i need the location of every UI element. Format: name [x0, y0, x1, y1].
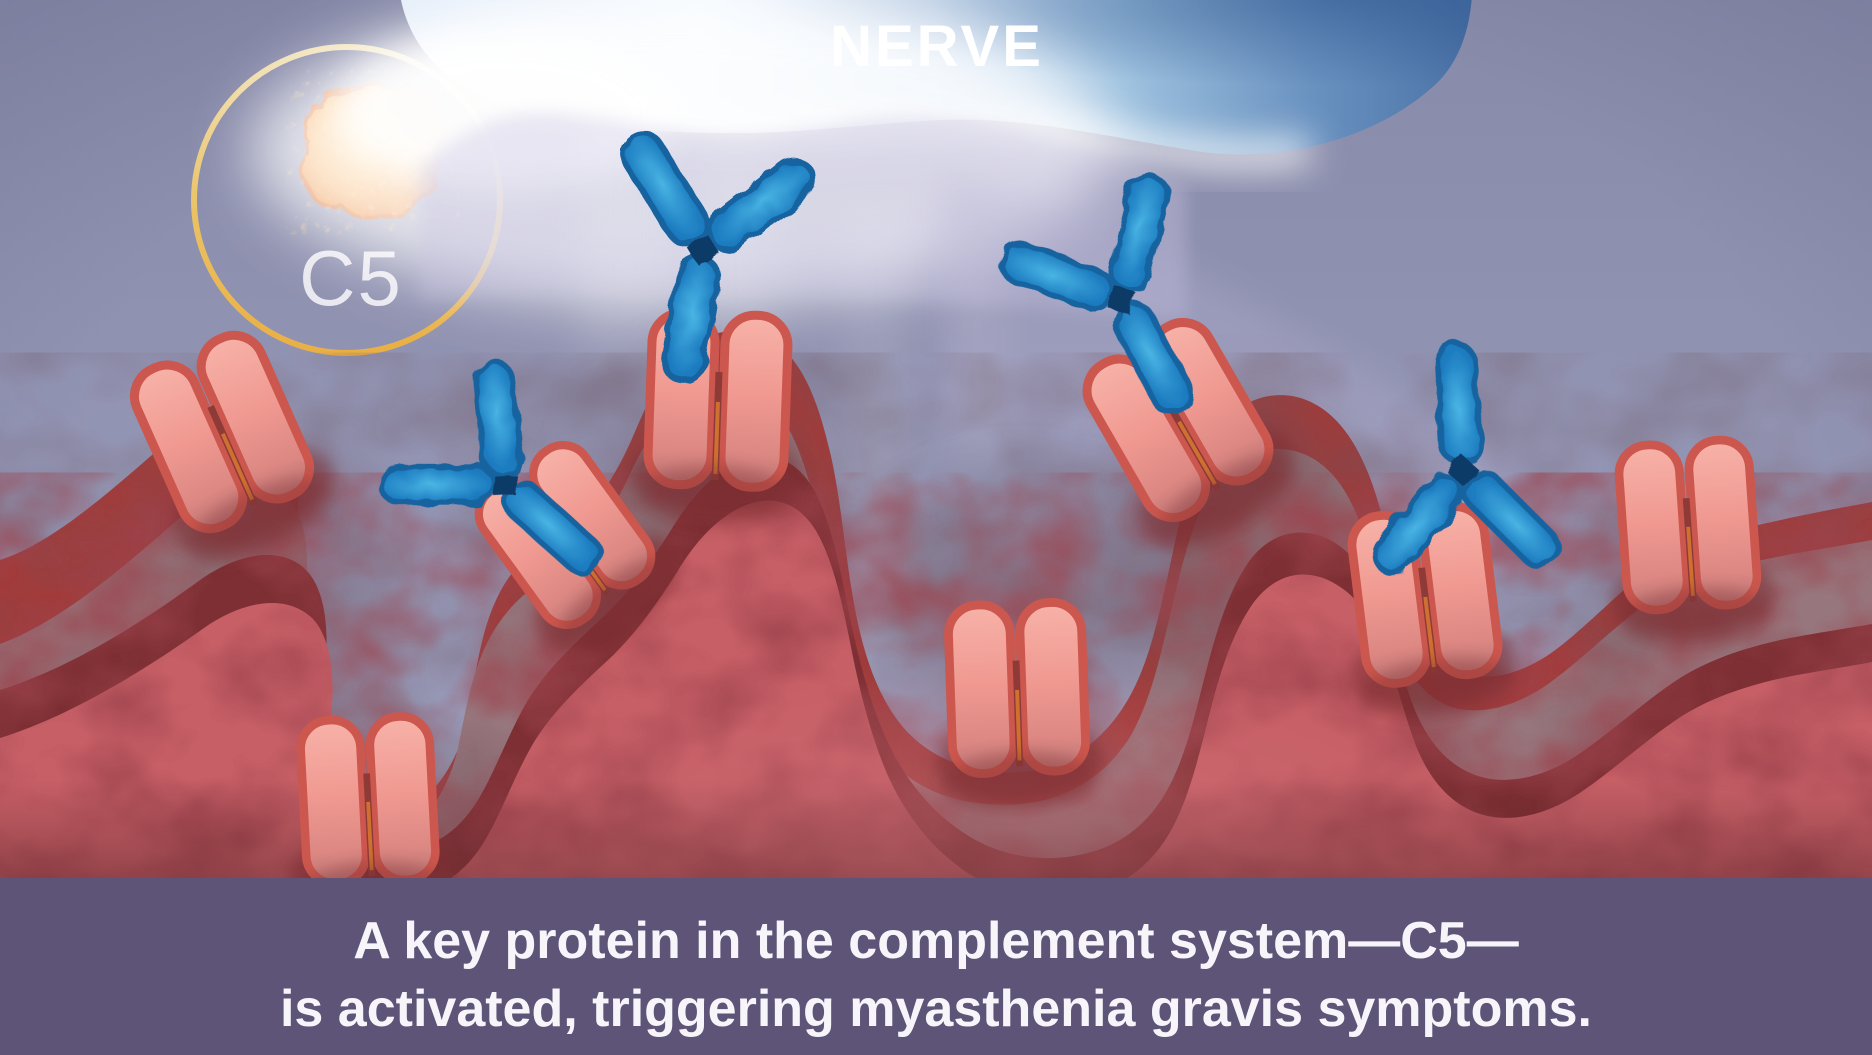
caption: A key protein in the complement system—C…	[0, 878, 1872, 1055]
receptor	[628, 311, 807, 529]
caption-line-1: A key protein in the complement system—C…	[353, 912, 1518, 970]
nerve-label: NERVE	[830, 14, 1044, 79]
muscle-bottom-shade	[0, 780, 1872, 878]
light-ray	[950, 250, 1006, 470]
caption-line-2: is activated, triggering myasthenia grav…	[280, 980, 1592, 1038]
receptor	[1600, 437, 1779, 652]
receptor	[930, 601, 1106, 815]
caption-bar	[0, 878, 1872, 1055]
